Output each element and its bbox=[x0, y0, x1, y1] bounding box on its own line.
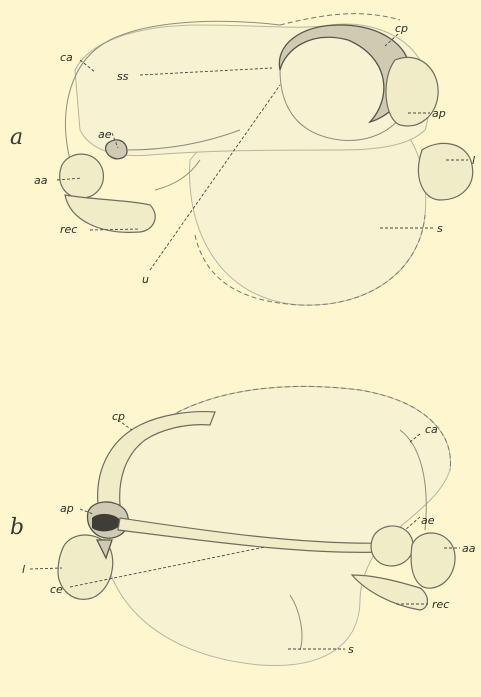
panel-b-label-rec: rec bbox=[432, 598, 449, 611]
panel-b-external-ampulla bbox=[371, 526, 413, 566]
panel-a-label-ae: ae bbox=[98, 128, 112, 141]
panel-b-label-cp: cp bbox=[112, 410, 125, 423]
panel-b-label-s: s bbox=[348, 643, 354, 656]
panel-b-label-aa: aa bbox=[462, 542, 476, 555]
panel-a-illustration bbox=[60, 14, 473, 305]
panel-b-anterior-ampulla bbox=[411, 533, 455, 588]
panel-b-label-ae: ae bbox=[421, 514, 435, 527]
panel-a-label-s: s bbox=[437, 222, 443, 235]
panel-b-label-ca: ca bbox=[425, 423, 438, 436]
panel-a-label-l: l bbox=[472, 154, 475, 167]
panel-a-label-cp: cp bbox=[395, 22, 408, 35]
panel-a-anterior-ampulla bbox=[60, 154, 104, 198]
panel-b-label-l: l bbox=[22, 563, 25, 576]
panel-a-label-ap: ap bbox=[432, 107, 446, 120]
panel-a-label-aa: aa bbox=[34, 174, 48, 187]
panel-a-label-ca: ca bbox=[60, 51, 73, 64]
panel-a-label-rec: rec bbox=[60, 223, 77, 236]
panel-a-label-u: u bbox=[142, 273, 149, 286]
panel-a-recessus bbox=[65, 195, 155, 232]
panel-a-lagena bbox=[418, 143, 472, 200]
panel-a-posterior-ampulla bbox=[386, 57, 438, 126]
panel-b-label-ap: ap bbox=[60, 502, 74, 515]
panel-b-label-ce: ce bbox=[50, 583, 63, 596]
panel-b-illustration bbox=[58, 386, 455, 665]
panel-a-upper-outline bbox=[280, 14, 400, 25]
panel-a-label-ss: ss bbox=[117, 70, 129, 83]
